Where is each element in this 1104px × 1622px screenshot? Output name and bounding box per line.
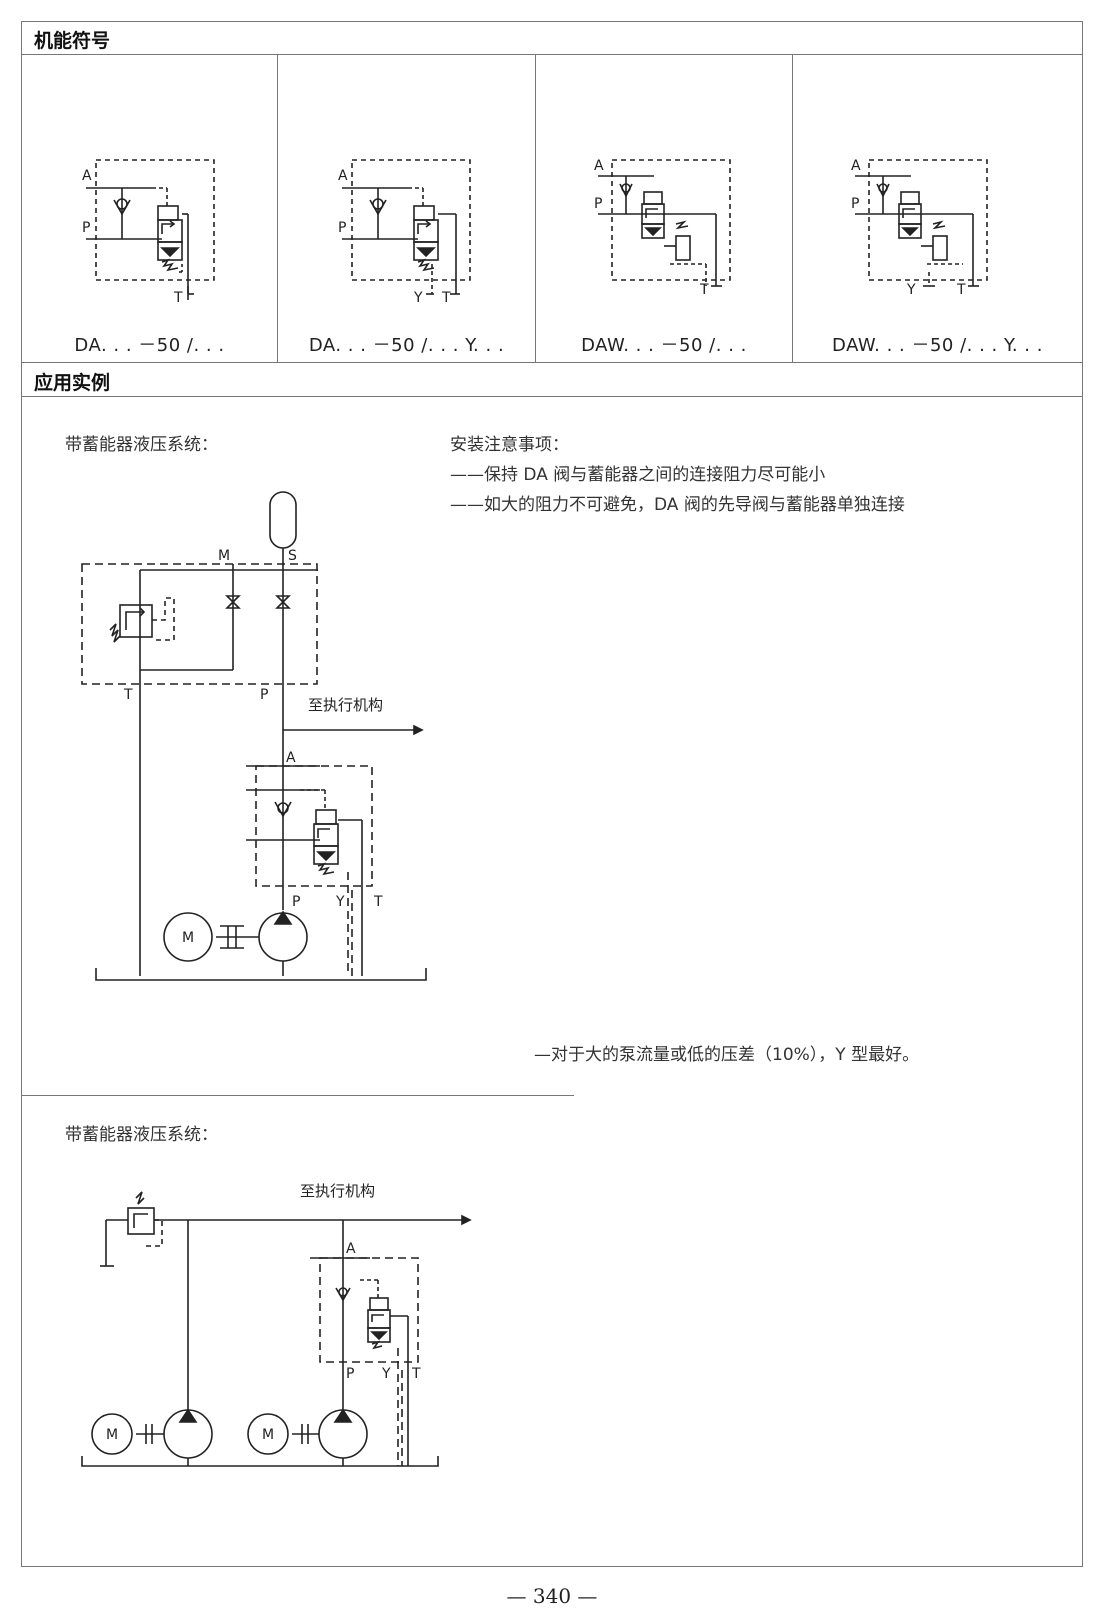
daw-valve-symbol: A P T [594,158,731,298]
da-y-valve-symbol: A P Y T [338,159,471,306]
symbol-label: DA. . . －50 /. . . Y. . . [308,335,505,356]
installation-note-2: ——如大的阻力不可避免，DA 阀的先导阀与蓄能器单独连接 [450,495,905,515]
svg-text:Y: Y [413,290,423,306]
svg-text:P: P [82,220,90,236]
label-a: A [346,1241,356,1257]
svg-text:P: P [851,196,859,212]
label-to-actuator: 至执行机构 [308,696,383,714]
example2-hydraulic-diagram: 至执行机构 A P Y T M M [81,1182,472,1467]
svg-text:T: T [173,290,183,306]
svg-text:A: A [594,158,604,174]
label-s: S [288,548,297,564]
symbol-cell-da-y: A P Y T DA. . . －50 /. . . Y. . . [278,56,535,374]
example1-hydraulic-diagram: M S T P 至执行机构 A P Y T M [81,491,427,981]
svg-text:P: P [594,196,602,212]
label-y: Y [381,1366,391,1382]
motor-icon [247,1413,289,1455]
example2-caption: 带蓄能器液压系统： [65,1125,218,1145]
title-row-divider [21,54,1083,55]
accumulator-icon [269,491,297,549]
example1-caption: 带蓄能器液压系统： [65,435,218,455]
svg-text:A: A [851,158,861,174]
application-section-title: 应用实例 [34,372,111,394]
label-m: M [218,548,230,564]
svg-text:T: T [956,282,966,298]
column-divider-3 [792,54,793,362]
label-p2: P [292,894,300,910]
daw-y-valve-symbol: A P Y T [851,158,988,298]
motor-icon [91,1413,133,1455]
symbols-section-title: 机能符号 [34,30,111,52]
example1-footnote: —对于大的泵流量或低的压差（10%），Y 型最好。 [534,1045,920,1065]
application-title-divider [21,396,1083,397]
motor-icon [163,912,213,962]
column-divider-1 [277,54,278,362]
label-t: T [123,687,133,703]
da-valve-symbol: A P T [82,159,215,306]
svg-text:T: T [699,282,709,298]
installation-notes-title: 安装注意事项： [450,435,569,455]
label-t: T [411,1366,421,1382]
label-a: A [286,750,296,766]
column-divider-2 [535,54,536,362]
svg-text:A: A [338,168,348,184]
label-p: P [346,1366,354,1382]
label-t2: T [373,894,383,910]
symbols-row-divider [21,362,1083,363]
svg-text:Y: Y [906,282,916,298]
symbol-cell-daw-y: A P Y T DAW. . . －50 /. . . Y. . . [793,56,1082,374]
symbol-cell-da: A P T DA. . . －50 /. . . [22,56,277,374]
label-p: P [260,687,268,703]
label-motor-1: M [106,1427,118,1443]
page-number: — 340 — [506,1584,598,1608]
symbol-label: DAW. . . －50 /. . . Y. . . [832,335,1043,356]
label-y: Y [335,894,345,910]
label-motor: M [182,930,194,946]
label-motor-2: M [262,1427,274,1443]
symbol-label: DAW. . . －50 /. . . [581,335,747,356]
label-to-actuator: 至执行机构 [300,1182,375,1200]
symbol-label: DA. . . －50 /. . . [74,335,225,356]
page-frame [21,21,1083,1567]
example-divider [21,1095,574,1096]
svg-text:P: P [338,220,346,236]
svg-text:A: A [82,168,92,184]
symbol-cell-daw: A P T DAW. . . －50 /. . . [536,56,792,374]
installation-note-1: ——保持 DA 阀与蓄能器之间的连接阻力尽可能小 [450,465,826,485]
svg-text:T: T [441,290,451,306]
